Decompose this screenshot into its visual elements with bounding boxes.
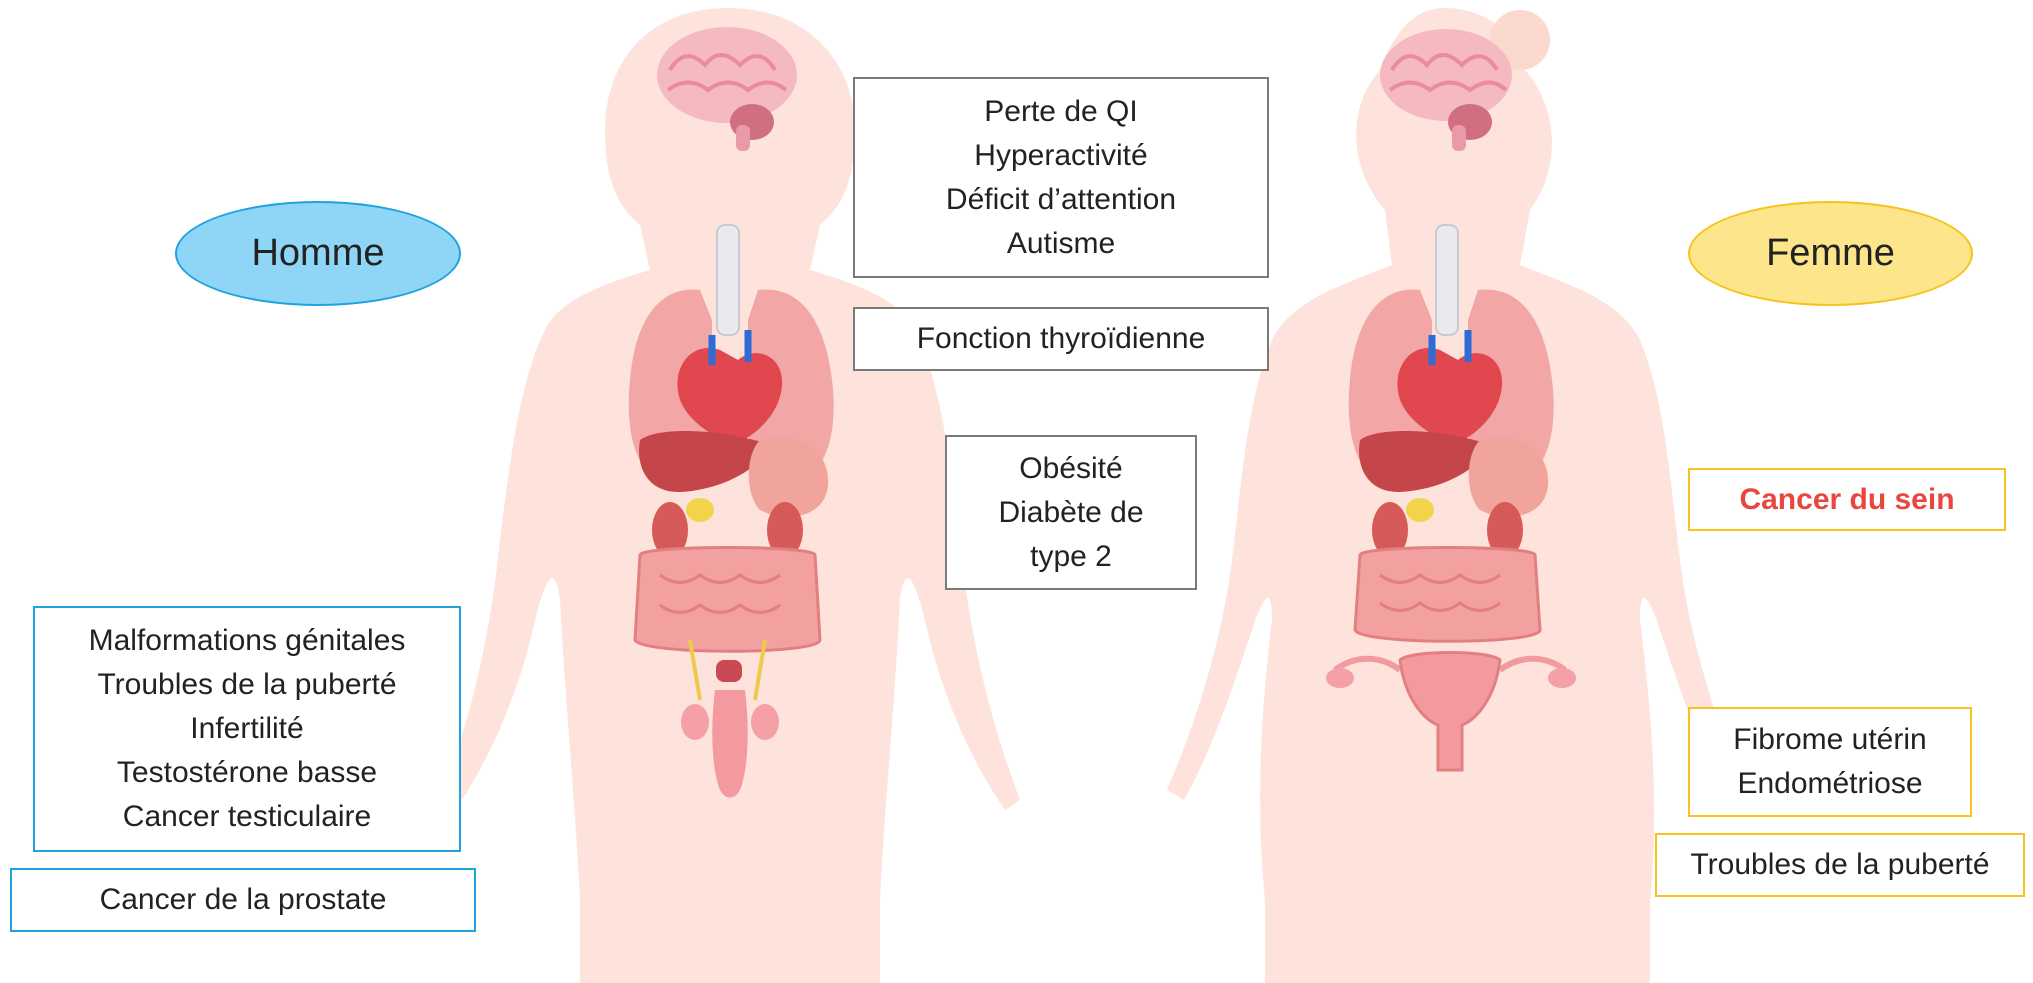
female-intestines xyxy=(1355,548,1540,642)
brain-effect-2: Hyperactivité xyxy=(974,134,1147,178)
metabolic-box: Obésité Diabète de type 2 xyxy=(945,435,1197,590)
metabolic-3: type 2 xyxy=(1030,535,1112,579)
uterine-effect-2: Endométriose xyxy=(1737,762,1922,806)
male-trachea xyxy=(717,225,739,335)
brain-effects-box: Perte de QI Hyperactivité Déficit d’atte… xyxy=(853,77,1269,278)
metabolic-2: Diabète de xyxy=(998,491,1143,535)
brain-effect-4: Autisme xyxy=(1007,222,1115,266)
prostate-box: Cancer de la prostate xyxy=(10,868,476,932)
male-intestines xyxy=(635,548,820,652)
male-effect-5: Cancer testiculaire xyxy=(123,795,371,839)
female-puberty-box: Troubles de la puberté xyxy=(1655,833,2025,897)
female-trachea xyxy=(1436,225,1458,335)
male-effect-4: Testostérone basse xyxy=(117,751,377,795)
breast-cancer-label: Cancer du sein xyxy=(1739,478,1954,522)
homme-label: Homme xyxy=(175,201,461,306)
female-puberty-label: Troubles de la puberté xyxy=(1690,843,1989,887)
male-reproductive-box: Malformations génitales Troubles de la p… xyxy=(33,606,461,852)
thyroid-box: Fonction thyroïdienne xyxy=(853,307,1269,371)
brain-effect-3: Déficit d’attention xyxy=(946,178,1176,222)
brain-effect-1: Perte de QI xyxy=(984,90,1137,134)
metabolic-1: Obésité xyxy=(1019,447,1122,491)
femme-label: Femme xyxy=(1688,201,1973,306)
prostate-label: Cancer de la prostate xyxy=(100,878,387,922)
male-effect-2: Troubles de la puberté xyxy=(97,663,396,707)
breast-cancer-box: Cancer du sein xyxy=(1688,468,2006,531)
male-effect-1: Malformations génitales xyxy=(89,619,406,663)
uterine-effect-1: Fibrome utérin xyxy=(1733,718,1926,762)
male-effect-3: Infertilité xyxy=(190,707,303,751)
thyroid-label: Fonction thyroïdienne xyxy=(917,317,1206,361)
uterine-box: Fibrome utérin Endométriose xyxy=(1688,707,1972,817)
